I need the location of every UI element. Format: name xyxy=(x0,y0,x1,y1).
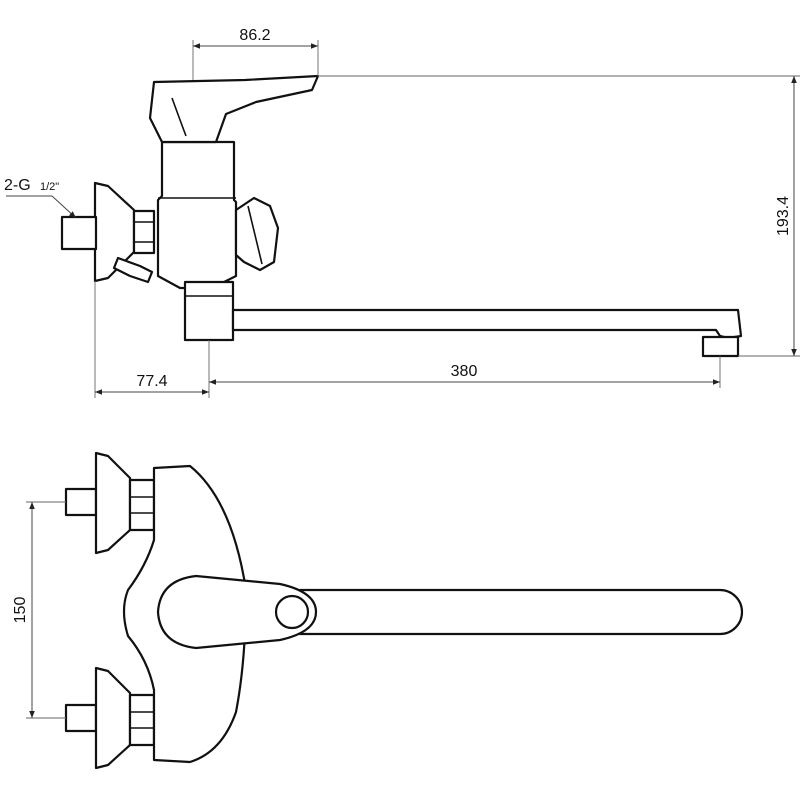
side-valve-body xyxy=(156,140,238,290)
side-aerator xyxy=(701,335,740,358)
dim-total-height-label: 193.4 xyxy=(775,196,792,236)
top-view xyxy=(64,451,744,770)
top-lower-flange xyxy=(94,666,132,770)
dim-wall-offset-label: 77.4 xyxy=(136,373,167,390)
side-small-pin xyxy=(112,256,154,284)
dim-handle-offset-label: 86.2 xyxy=(239,27,270,44)
top-upper-flange xyxy=(94,451,132,555)
side-spout-tube xyxy=(231,308,743,340)
dim-inlet-spacing-label: 150 xyxy=(12,597,29,624)
top-lower-hex-nut xyxy=(128,693,156,747)
side-diverter-knob xyxy=(234,196,280,272)
top-lower-inlet-stub xyxy=(64,703,98,733)
top-handle-lever xyxy=(156,574,318,650)
side-view xyxy=(60,74,743,358)
side-hex-nut xyxy=(132,209,156,255)
top-upper-inlet-stub xyxy=(64,487,98,517)
side-handle-lever xyxy=(148,74,320,144)
top-handle-pivot xyxy=(274,594,310,630)
side-inlet-stub xyxy=(60,215,98,251)
top-upper-hex-nut xyxy=(128,478,156,532)
dim-spout-reach-label: 380 xyxy=(451,363,478,380)
dim-inlet-thread-fraction: 1/2" xyxy=(40,181,59,193)
side-swivel-collar xyxy=(183,280,235,342)
dim-inlet-thread-label: 2-G xyxy=(4,177,31,194)
top-spout-tube xyxy=(298,588,744,636)
side-dimensions: 86.2 193.4 2-G 1/2" 77.4 380 xyxy=(4,27,800,398)
top-dimensions: 150 xyxy=(12,501,66,719)
